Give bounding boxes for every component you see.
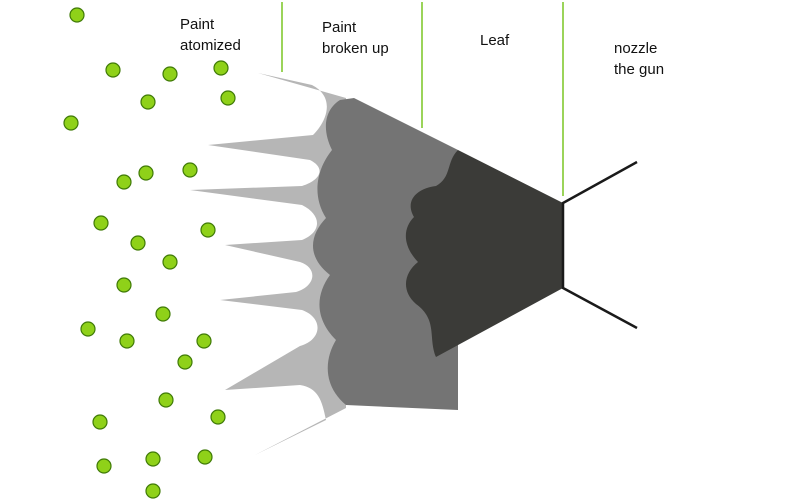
paint-droplet [200, 222, 216, 238]
droplet-group [63, 7, 236, 499]
zone-leaf [405, 150, 563, 357]
paint-droplet [155, 306, 171, 322]
label-leaf-line1: Leaf [480, 32, 510, 49]
label-paint-atomized-line2: atomized [180, 37, 241, 54]
paint-droplet [96, 458, 112, 474]
zone-atomized [190, 73, 346, 455]
paint-droplet [182, 162, 198, 178]
paint-droplet [93, 215, 109, 231]
paint-droplet [116, 277, 132, 293]
paint-droplet [145, 451, 161, 467]
label-paint-broken-up-line2: broken up [322, 40, 389, 57]
paint-droplet [162, 66, 178, 82]
paint-droplet [196, 333, 212, 349]
paint-droplet [162, 254, 178, 270]
label-nozzle-line1: nozzle [614, 40, 658, 57]
paint-droplet [220, 90, 236, 106]
paint-droplet [177, 354, 193, 370]
paint-droplet [116, 174, 132, 190]
paint-droplet [105, 62, 121, 78]
paint-droplet [140, 94, 156, 110]
paint-droplet [158, 392, 174, 408]
paint-droplet [69, 7, 85, 23]
paint-droplet [130, 235, 146, 251]
label-paint-broken-up: Paint broken up [322, 17, 389, 59]
label-paint-atomized-line1: Paint [180, 16, 215, 33]
label-leaf: Leaf [480, 30, 509, 51]
zone-broken-up [313, 98, 458, 410]
label-paint-broken-up-line1: Paint [322, 19, 357, 36]
paint-droplet [197, 449, 213, 465]
paint-droplet [145, 483, 161, 499]
paint-droplet [92, 414, 108, 430]
label-nozzle-line2: the gun [614, 61, 665, 78]
paint-droplet [210, 409, 226, 425]
paint-droplet [63, 115, 79, 131]
nozzle-outline [561, 160, 638, 330]
paint-droplet [80, 321, 96, 337]
paint-droplet [119, 333, 135, 349]
label-nozzle-the-gun: nozzle the gun [614, 38, 664, 80]
paint-droplet [213, 60, 229, 76]
paint-droplet [138, 165, 154, 181]
label-paint-atomized: Paint atomized [180, 14, 241, 56]
